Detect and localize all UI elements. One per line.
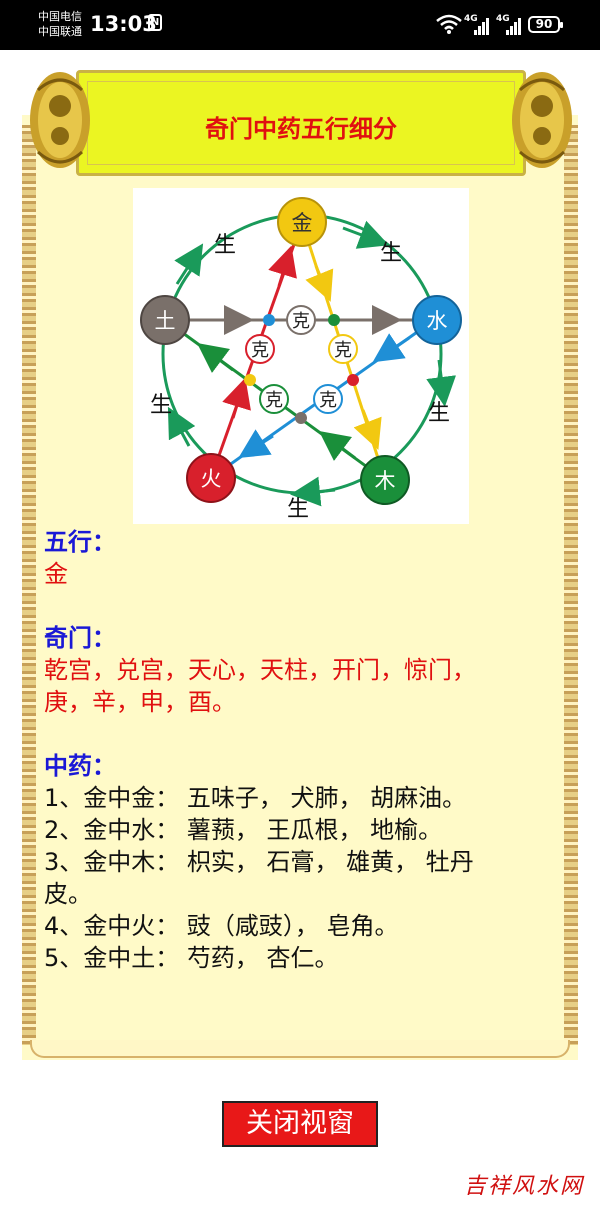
border-right <box>564 125 578 1045</box>
dragon-ornament-right-icon <box>512 72 572 168</box>
generate-label-1: 生 <box>214 233 236 258</box>
signal-icon-2: 4G <box>496 14 522 35</box>
element-fire: 火 <box>186 453 236 503</box>
five-elements-diagram: 克 克 克 克 克 生 生 生 生 生 金 水 木 火 土 <box>133 188 469 524</box>
control-label-3: 克 <box>328 334 358 364</box>
svg-text:土: 土 <box>155 309 176 333</box>
generate-label-5: 生 <box>150 393 172 418</box>
dragon-ornament-left-icon <box>30 72 90 168</box>
qimen-line-1: 乾宫，兑宫，天心，天柱，开门，惊门， <box>44 656 476 684</box>
svg-text:水: 水 <box>427 309 448 333</box>
herb-item: 皮。 <box>44 880 92 908</box>
signal-icon-1: 4G <box>464 14 490 35</box>
carrier-1: 中国电信 <box>38 10 82 23</box>
page-title: 奇门中药五行细分 <box>205 115 397 143</box>
control-label-4: 克 <box>259 384 289 414</box>
border-bottom <box>30 1040 570 1058</box>
wuxing-heading: 五行： <box>44 528 116 556</box>
herbs-heading: 中药： <box>44 752 116 780</box>
generate-label-2: 生 <box>380 241 402 266</box>
arrow-metal-water <box>342 220 390 249</box>
carrier-info: 中国电信 中国联通 <box>38 9 82 39</box>
info-content: 五行： 金 奇门： 乾宫，兑宫，天心，天柱，开门，惊门， 庚，辛，申，酉。 中药… <box>44 526 544 974</box>
status-bar: 中国电信 中国联通 13:03 N 4G 4G 90 <box>0 0 600 50</box>
herb-item: 5、金中土： 芍药， 杏仁。 <box>44 944 339 972</box>
svg-text:克: 克 <box>319 390 337 411</box>
herb-item: 1、金中金： 五味子， 犬肺， 胡麻油。 <box>44 784 467 812</box>
nfc-icon: N <box>148 14 162 31</box>
site-logo: 吉祥风水网 <box>464 1174 585 1199</box>
network-type-2: 4G <box>496 14 510 24</box>
element-metal: 金 <box>277 197 327 247</box>
svg-text:木: 木 <box>375 469 396 493</box>
generate-label-4: 生 <box>287 497 309 522</box>
control-label-5: 克 <box>313 384 343 414</box>
close-window-button[interactable]: 关闭视窗 <box>222 1101 378 1147</box>
battery-icon: 90 <box>528 16 563 33</box>
herb-item: 4、金中火： 豉（咸豉）， 皂角。 <box>44 912 399 940</box>
herb-item: 3、金中木： 枳实， 石膏， 雄黄， 牡丹 <box>44 848 474 876</box>
arrow-water-wood <box>426 359 457 407</box>
element-wood: 木 <box>360 455 410 505</box>
generate-label-3: 生 <box>428 401 450 426</box>
arrow-earth-metal <box>174 243 204 285</box>
herb-item: 2、金中水： 薯蓣， 王瓜根， 地榆。 <box>44 816 443 844</box>
svg-text:金: 金 <box>292 211 313 235</box>
wuxing-value: 金 <box>44 560 68 588</box>
svg-text:克: 克 <box>334 340 352 361</box>
control-label-1: 克 <box>286 305 316 335</box>
network-type-1: 4G <box>464 14 478 24</box>
title-banner: 奇门中药五行细分 <box>76 70 526 176</box>
carrier-2: 中国联通 <box>38 25 82 38</box>
element-water: 水 <box>412 295 462 345</box>
element-earth: 土 <box>140 295 190 345</box>
svg-text:克: 克 <box>265 390 283 411</box>
arrow-wood-fire <box>290 476 336 507</box>
clock: 13:03 <box>90 12 157 36</box>
svg-text:火: 火 <box>201 467 222 491</box>
border-left <box>22 125 36 1045</box>
svg-text:克: 克 <box>251 340 269 361</box>
wifi-icon <box>436 14 462 34</box>
qimen-line-2: 庚，辛，申，酉。 <box>44 688 236 716</box>
arrow-fire-earth <box>167 406 196 447</box>
svg-text:克: 克 <box>292 311 310 332</box>
control-label-2: 克 <box>245 334 275 364</box>
qimen-heading: 奇门： <box>44 624 116 652</box>
